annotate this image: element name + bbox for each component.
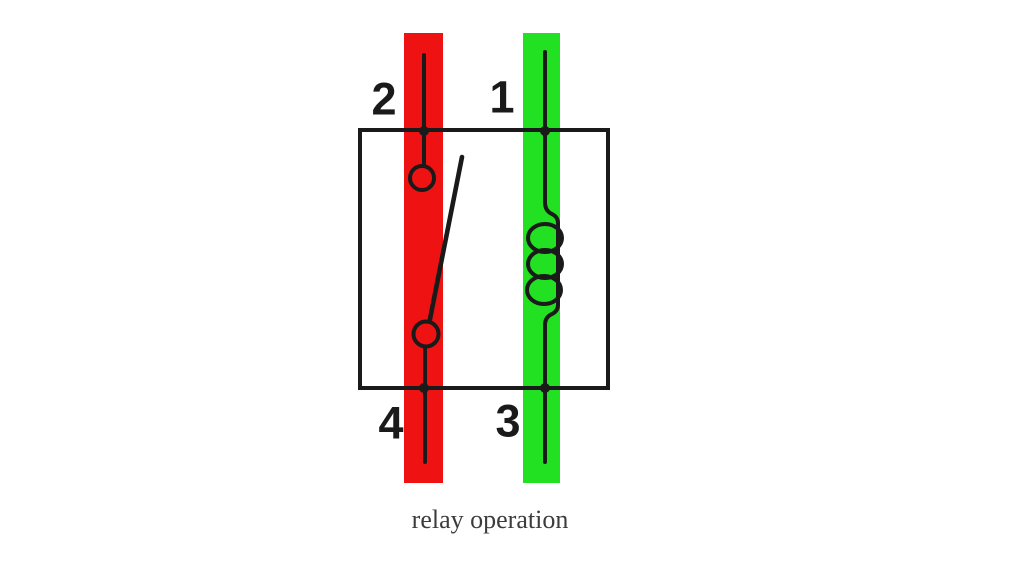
terminal-label-1: 1 [489, 71, 515, 123]
diagram-caption: relay operation [411, 505, 569, 534]
fixed-contact-circle [408, 164, 436, 192]
coil-symbol [525, 50, 564, 464]
terminal-label-4: 4 [378, 397, 404, 449]
junction-dot-pin2 [419, 126, 429, 136]
junction-dot-pin3 [540, 383, 550, 393]
switch-blade [427, 154, 465, 322]
terminal-label-3: 3 [495, 395, 521, 447]
switch-contact-symbol [408, 53, 465, 464]
relay-body-outline [358, 128, 610, 390]
coil-wire [543, 50, 560, 464]
junction-dot-pin1 [540, 126, 550, 136]
coil-loop-3 [525, 274, 563, 306]
junction-dots [419, 126, 550, 393]
terminal-label-2: 2 [371, 73, 397, 125]
junction-dot-pin4 [419, 383, 429, 393]
